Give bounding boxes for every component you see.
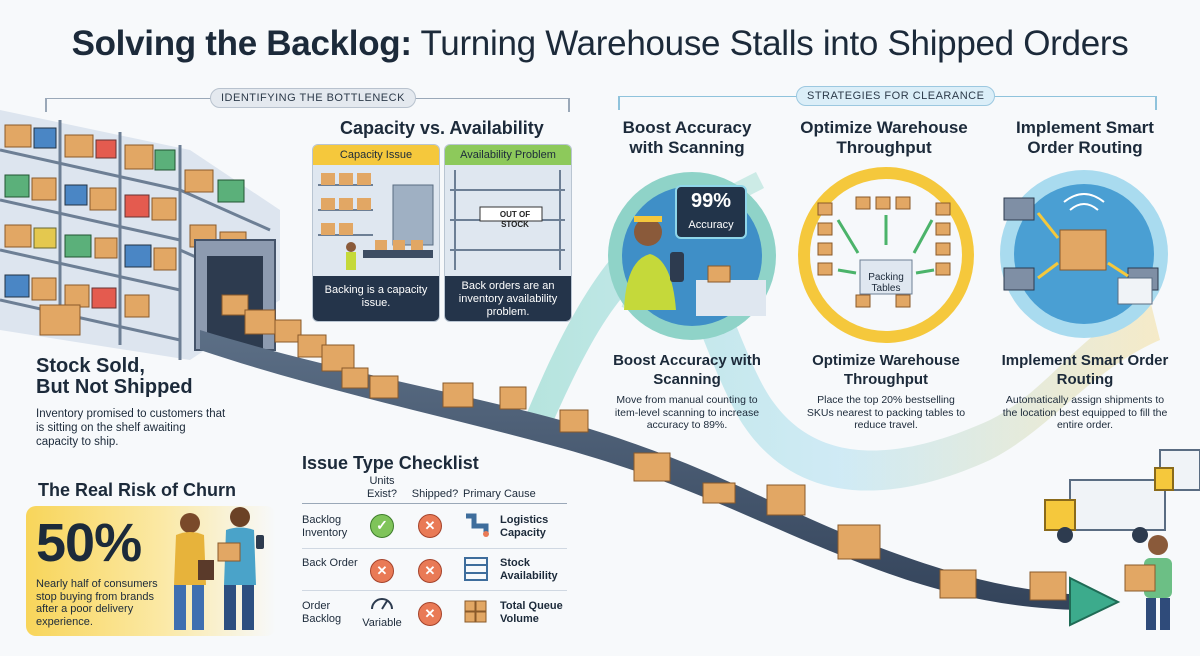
row-cause: Logistics Capacity — [500, 514, 549, 539]
strategy-throughput-sub: Optimize Warehouse Throughput — [812, 352, 960, 388]
check-icon: ✓ — [370, 514, 394, 538]
capacity-illustration — [318, 173, 434, 270]
col-shipped: Shipped? — [411, 488, 459, 500]
out-of-stock-sign: OUT OF STOCK — [499, 210, 531, 229]
divider — [302, 548, 567, 549]
availability-problem-caption: Back orders are an inventory availabilit… — [445, 276, 571, 321]
stacked-boxes-icon — [464, 600, 487, 623]
row-name: Back Order — [302, 557, 358, 569]
title-bold: Solving the Backlog: — [71, 24, 412, 63]
divider — [618, 96, 620, 110]
divider — [302, 503, 567, 504]
throughput-illustration — [798, 167, 974, 343]
stock-heading-line1: Stock Sold, — [36, 355, 145, 377]
stock-body: Inventory promised to customers that is … — [36, 408, 226, 448]
x-icon: ✕ — [370, 559, 394, 583]
col-primary-cause: Primary Cause — [463, 488, 536, 500]
stock-heading-line2: But Not Shipped — [36, 376, 193, 398]
row-exist-variable: Variable — [362, 617, 402, 629]
accuracy-badge-label: Accuracy — [688, 219, 734, 231]
stock-heading: Stock Sold, But Not Shipped — [36, 356, 193, 398]
capacity-heading: Capacity vs. Availability — [340, 118, 544, 138]
strategy-throughput-body: Place the top 20% bestselling SKUs neare… — [806, 394, 966, 431]
strategy-accuracy-heading: Boost Accuracy with Scanning — [622, 118, 752, 157]
checklist-heading: Issue Type Checklist — [302, 453, 479, 473]
capacity-issue-caption: Backing is a capacity issue. — [313, 276, 439, 321]
capacity-issue-label: Capacity Issue — [313, 145, 439, 165]
col-units-exist: Units Exist? — [367, 475, 397, 500]
churn-heading: The Real Risk of Churn — [38, 480, 237, 500]
pipe-icon — [466, 513, 489, 537]
section-bar-left: IDENTIFYING THE BOTTLENECK — [45, 88, 570, 108]
availability-problem-panel: Availability Problem OUT OF STOCK Back o… — [444, 144, 572, 322]
divider — [302, 590, 567, 591]
x-icon: ✕ — [418, 514, 442, 538]
row-cause: Total Queue Volume — [500, 600, 563, 625]
section-bar-right: STRATEGIES FOR CLEARANCE — [618, 86, 1156, 106]
divider — [45, 98, 47, 112]
title-rest: Turning Warehouse Stalls into Shipped Or… — [411, 24, 1129, 63]
gauge-icon — [371, 598, 393, 610]
conveyor-boxes — [221, 294, 1067, 601]
packing-tables-label: Packing Tables — [868, 272, 904, 294]
churn-body: Nearly half of consumers stop buying fro… — [36, 578, 158, 628]
conveyor-arrow — [1069, 576, 1121, 627]
x-icon: ✕ — [418, 559, 442, 583]
availability-problem-label: Availability Problem — [445, 145, 571, 165]
strategy-accuracy-sub: Boost Accuracy with Scanning — [613, 352, 761, 388]
churn-stat: 50% — [36, 513, 142, 573]
scanning-illustration — [608, 172, 776, 340]
strategy-routing-heading: Implement Smart Order Routing — [1016, 118, 1154, 157]
page-title: Solving the Backlog: Turning Warehouse S… — [0, 24, 1200, 64]
row-name: Order Backlog — [302, 600, 342, 625]
capacity-issue-panel: Capacity Issue Backing is a capacity iss… — [312, 144, 440, 322]
strategy-routing-sub: Implement Smart Order Routing — [1001, 352, 1169, 388]
section-pill-bottleneck: IDENTIFYING THE BOTTLENECK — [210, 88, 416, 108]
empty-shelf-icon — [464, 557, 488, 581]
shelf-boxes — [4, 124, 247, 336]
delivery-trucks — [1044, 449, 1200, 543]
worker-with-box — [1124, 535, 1172, 630]
routing-illustration — [1000, 170, 1168, 338]
x-icon: ✕ — [418, 602, 442, 626]
row-cause: Stock Availability — [500, 557, 558, 582]
accuracy-badge-value: 99% — [690, 190, 732, 212]
availability-illustration — [450, 170, 565, 270]
strategy-accuracy-body: Move from manual counting to item-level … — [614, 394, 760, 431]
strategy-throughput-heading: Optimize Warehouse Throughput — [800, 118, 968, 157]
section-pill-strategies: STRATEGIES FOR CLEARANCE — [796, 86, 996, 106]
row-name: Backlog Inventory — [302, 514, 348, 539]
divider — [1155, 96, 1157, 110]
divider — [568, 98, 570, 112]
shoppers-illustration — [174, 507, 264, 630]
strategy-routing-body: Automatically assign shipments to the lo… — [1002, 394, 1168, 431]
